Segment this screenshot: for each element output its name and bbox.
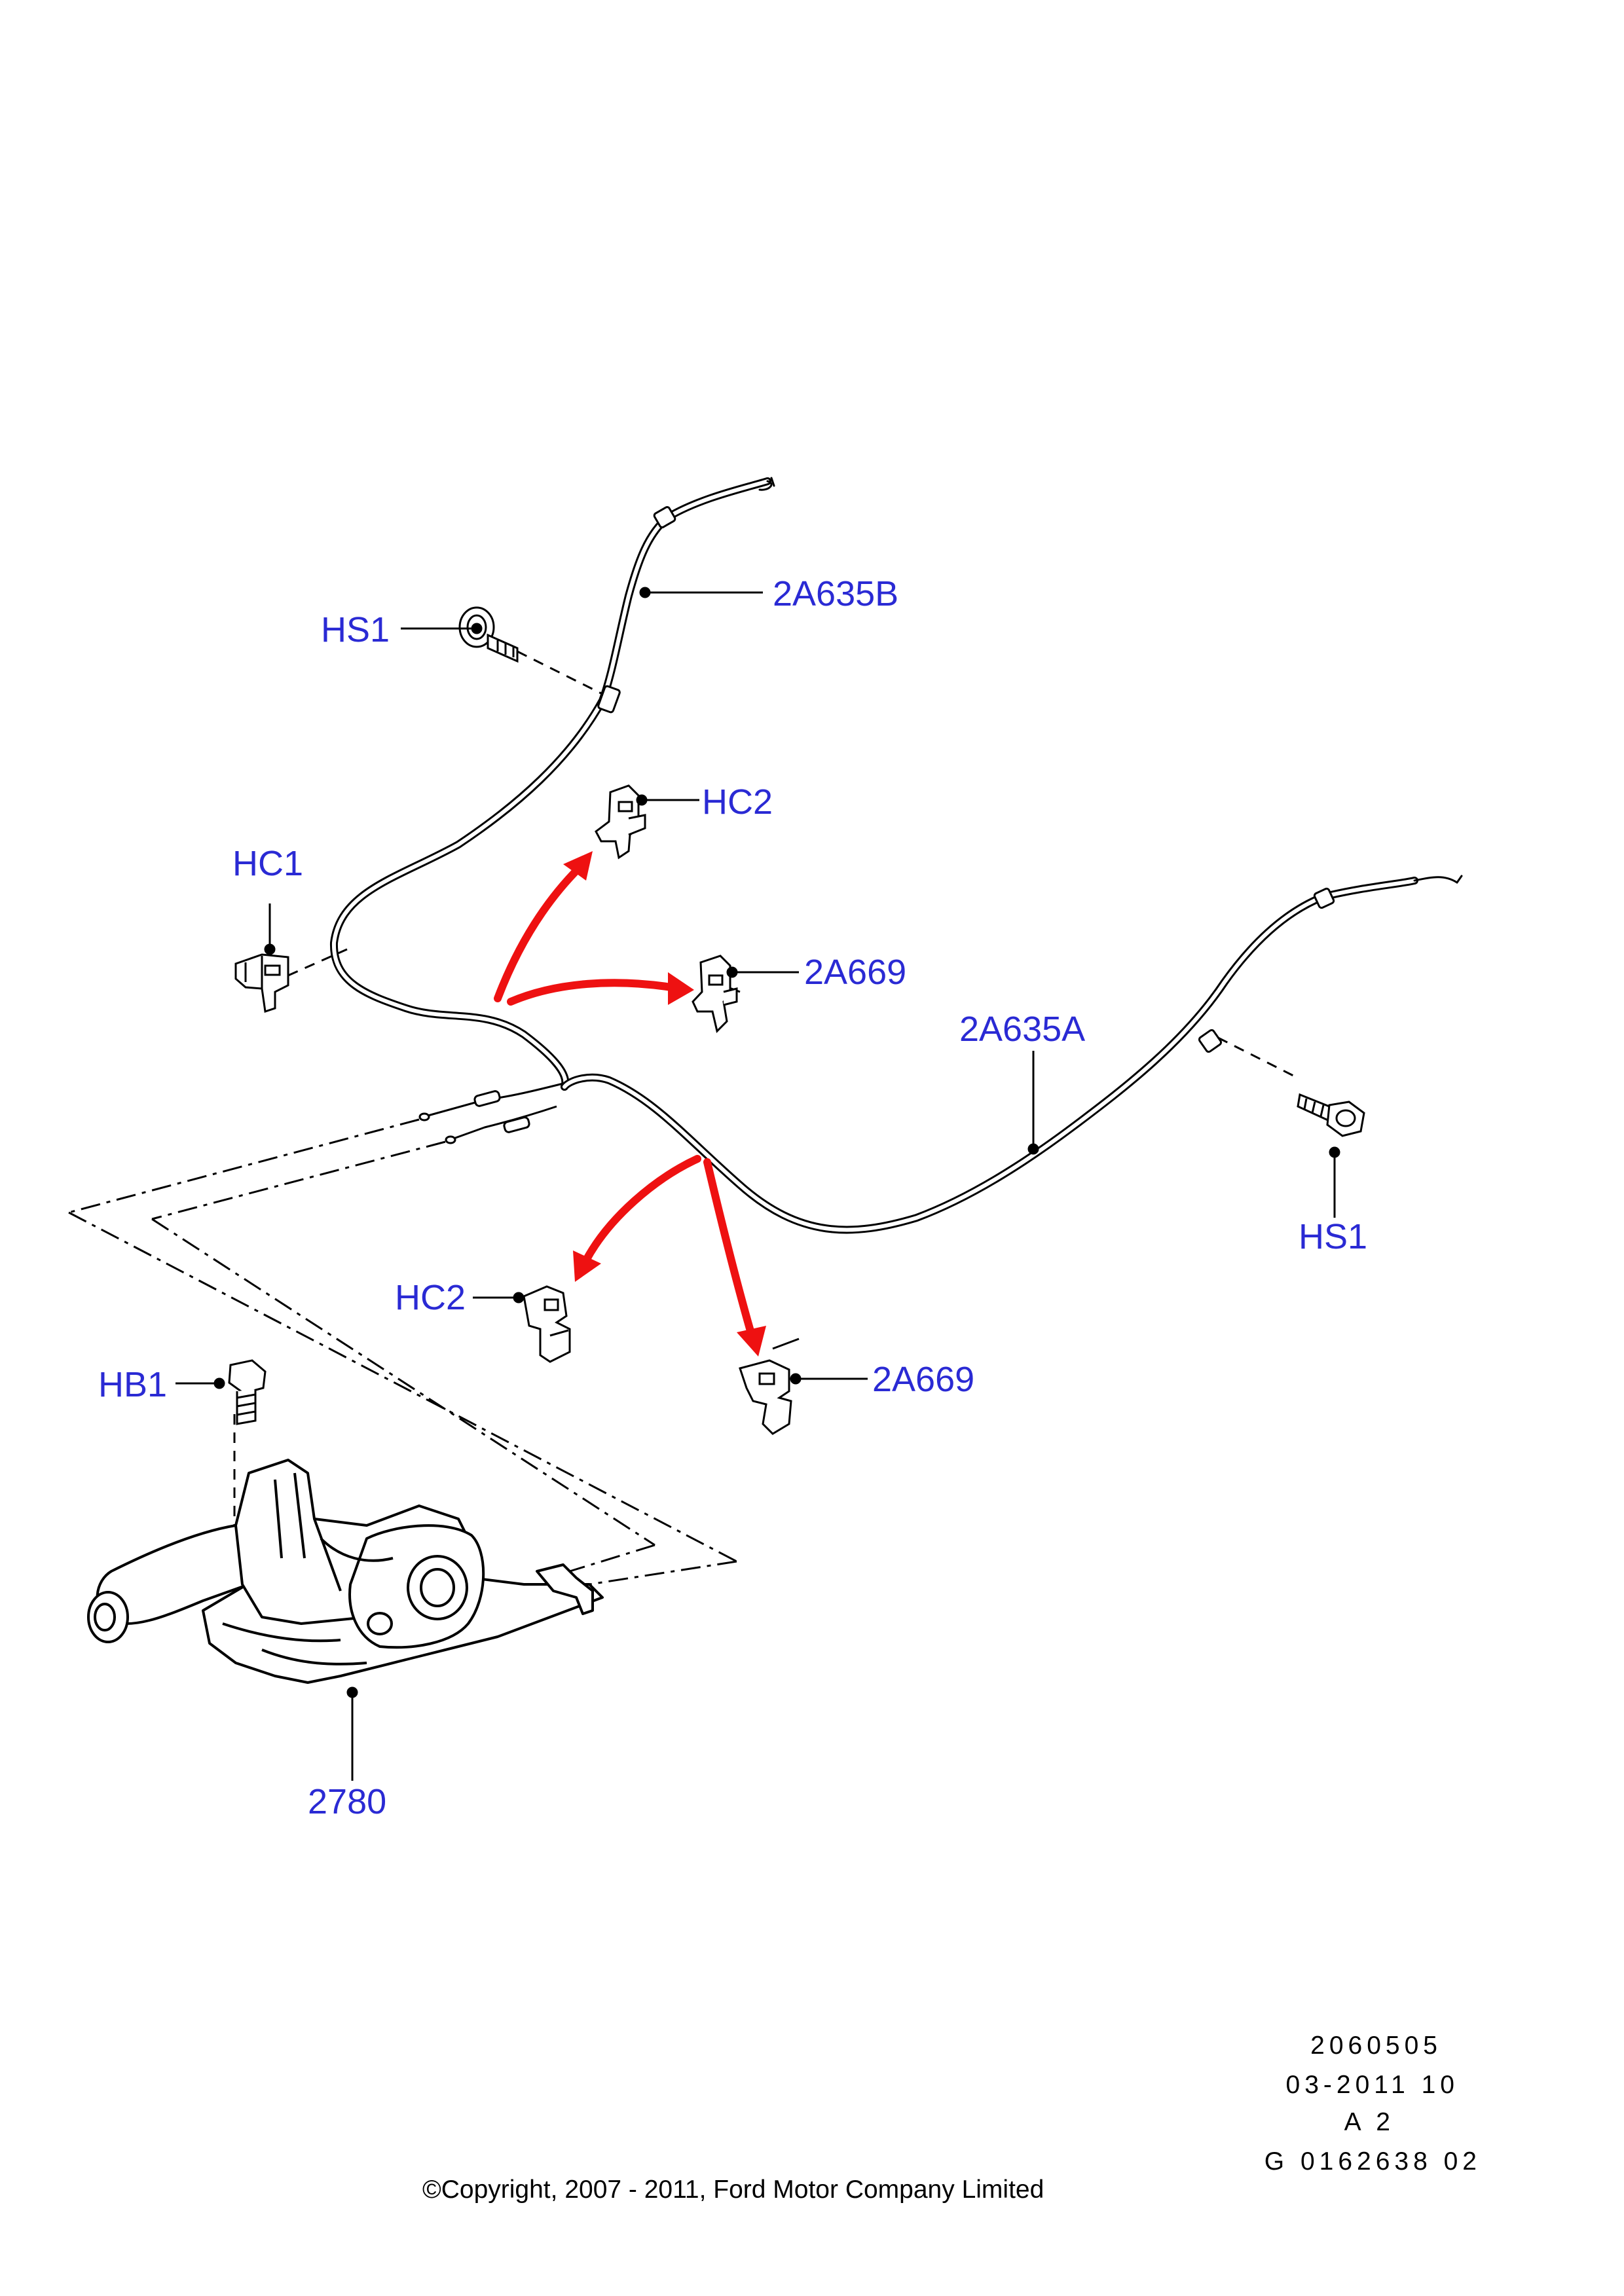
callout-hc1: HC1 — [232, 844, 304, 883]
cable-2a635a — [561, 875, 1463, 1234]
red-arrowheads — [563, 851, 766, 1357]
callout-2a635b: 2A635B — [773, 574, 899, 613]
clip-hc1 — [234, 953, 289, 1013]
reference-date: 03-2011 10 — [1285, 2071, 1459, 2099]
leader-lines — [175, 587, 1340, 1781]
bracket-2a669-top — [692, 955, 738, 1033]
assembly-lines — [68, 1118, 737, 1586]
cable-grommets — [597, 506, 1335, 1053]
bolt-hb1 — [228, 1359, 267, 1425]
callout-hc2-top: HC2 — [702, 782, 773, 822]
screw-hs1-top — [458, 606, 519, 663]
cable-inner-ends — [418, 1082, 564, 1144]
callout-hs1-top: HS1 — [321, 610, 390, 649]
red-arrows — [494, 864, 756, 1339]
callout-2a635a: 2A635A — [959, 1010, 1086, 1049]
clip-hc2-bottom — [523, 1285, 571, 1363]
callout-hb1: HB1 — [98, 1365, 168, 1404]
reference-sheet: A 2 — [1344, 2108, 1395, 2136]
parking-brake-lever-2780 — [87, 1459, 604, 1684]
callout-hs1-right: HS1 — [1299, 1217, 1368, 1256]
reference-number: 2060505 — [1310, 2032, 1442, 2060]
screw-hs1-right — [1297, 1093, 1365, 1137]
callout-2a669-bottom: 2A669 — [872, 1360, 975, 1399]
cable-2a635b — [329, 477, 775, 1091]
callout-2a669-top: 2A669 — [804, 953, 907, 992]
copyright-notice: ©Copyright, 2007 - 2011, Ford Motor Comp… — [422, 2176, 1044, 2204]
callout-hc2-bottom: HC2 — [395, 1278, 466, 1317]
callout-2780: 2780 — [308, 1782, 387, 1821]
bracket-2a669-bottom — [739, 1338, 800, 1435]
clip-hc2-top — [595, 784, 646, 860]
reference-drawing-code: G 0162638 02 — [1264, 2147, 1481, 2176]
